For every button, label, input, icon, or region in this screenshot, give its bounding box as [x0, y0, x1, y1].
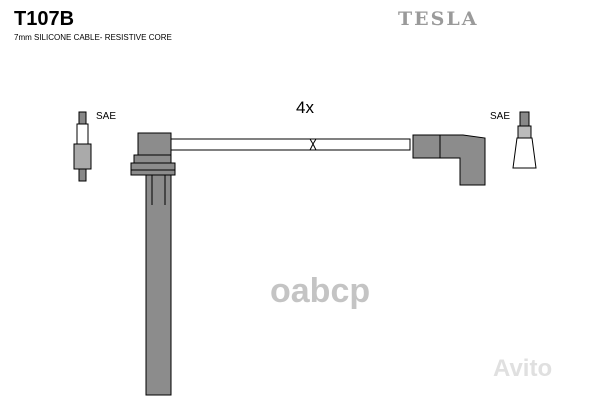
cable-description: 7mm SILICONE CABLE- RESISTIVE CORE [14, 33, 172, 42]
spark-plug-icon [73, 111, 92, 182]
spark-plug-boot [412, 134, 486, 186]
distributor-boot [130, 132, 176, 396]
cable [170, 138, 411, 151]
quantity-label: 4x [296, 98, 314, 117]
watermark-corner: Avito [493, 355, 553, 382]
part-number: T107B [14, 8, 75, 30]
right-terminal-label: SAE [490, 111, 511, 122]
sae-terminal-icon [512, 111, 537, 169]
brand-logo: TESLA [398, 8, 479, 30]
watermark-center: oabcp [270, 272, 371, 310]
left-terminal-label: SAE [96, 111, 117, 122]
